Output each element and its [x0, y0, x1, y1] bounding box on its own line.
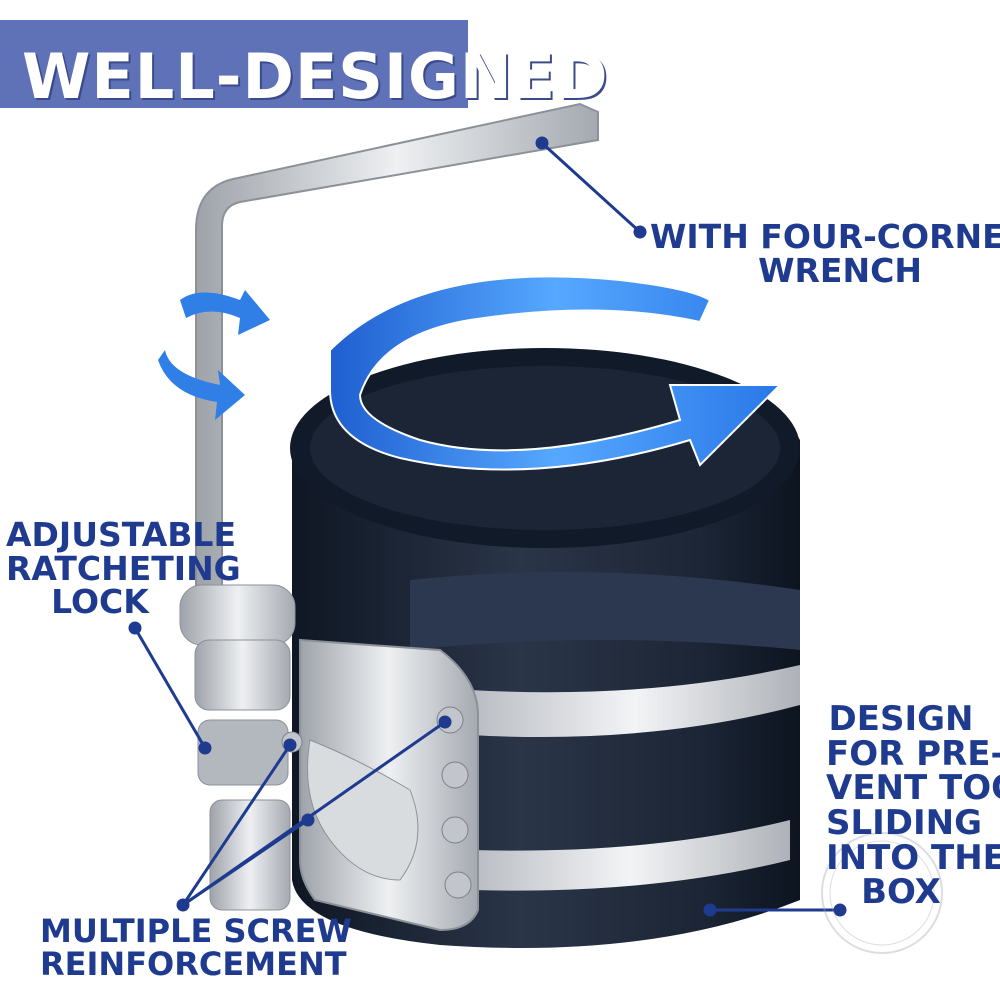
screw-icon [441, 816, 469, 844]
callout-design-line-4: SLIDING [826, 803, 983, 844]
callout-lock-line-1: ADJUSTABLE [6, 515, 236, 554]
callout-wrench-line-2: WRENCH [758, 250, 922, 290]
callout-wrench: WITH FOUR-CORNER WRENCH [650, 220, 1000, 287]
headline-banner: WELL-DESIGNED [0, 20, 608, 108]
upper-stripe [470, 665, 800, 737]
clamp-plate [281, 638, 480, 932]
callout-design: DESIGN FOR PRE- VENT TOOL SLIDING INTO T… [826, 699, 1000, 913]
leader-lines [128, 136, 847, 917]
callout-screw: MULTIPLE SCREW REINFORCEMENT [40, 912, 352, 983]
screw-icon [441, 761, 469, 789]
callout-screw-line-1: MULTIPLE SCREW [40, 912, 352, 950]
callout-lock-line-3: LOCK [51, 582, 149, 622]
lower-stripe [470, 820, 790, 891]
callout-design-line-5: INTO THE [826, 837, 1000, 878]
callout-lock-line-2: RATCHETING [6, 548, 241, 588]
callout-screw-line-2: REINFORCEMENT [40, 944, 347, 983]
rotation-arrow-icon [329, 275, 783, 471]
callout-design-line-3: VENT TOOL [826, 768, 1000, 809]
callout-wrench-line-1: WITH FOUR-CORNER [650, 217, 1000, 256]
callout-lock: ADJUSTABLE RATCHETING LOCK [6, 515, 241, 622]
twist-arrow-icon [158, 290, 270, 420]
headline-text: WELL-DESIGNED [22, 40, 609, 113]
callout-design-line-1: DESIGN [828, 699, 974, 739]
screw-icon [444, 871, 472, 899]
ratchet-lock [179, 584, 296, 911]
watermark-logo [821, 832, 943, 954]
callout-design-line-6: BOX [861, 872, 941, 913]
callout-design-line-2: FOR PRE- [826, 733, 1000, 774]
